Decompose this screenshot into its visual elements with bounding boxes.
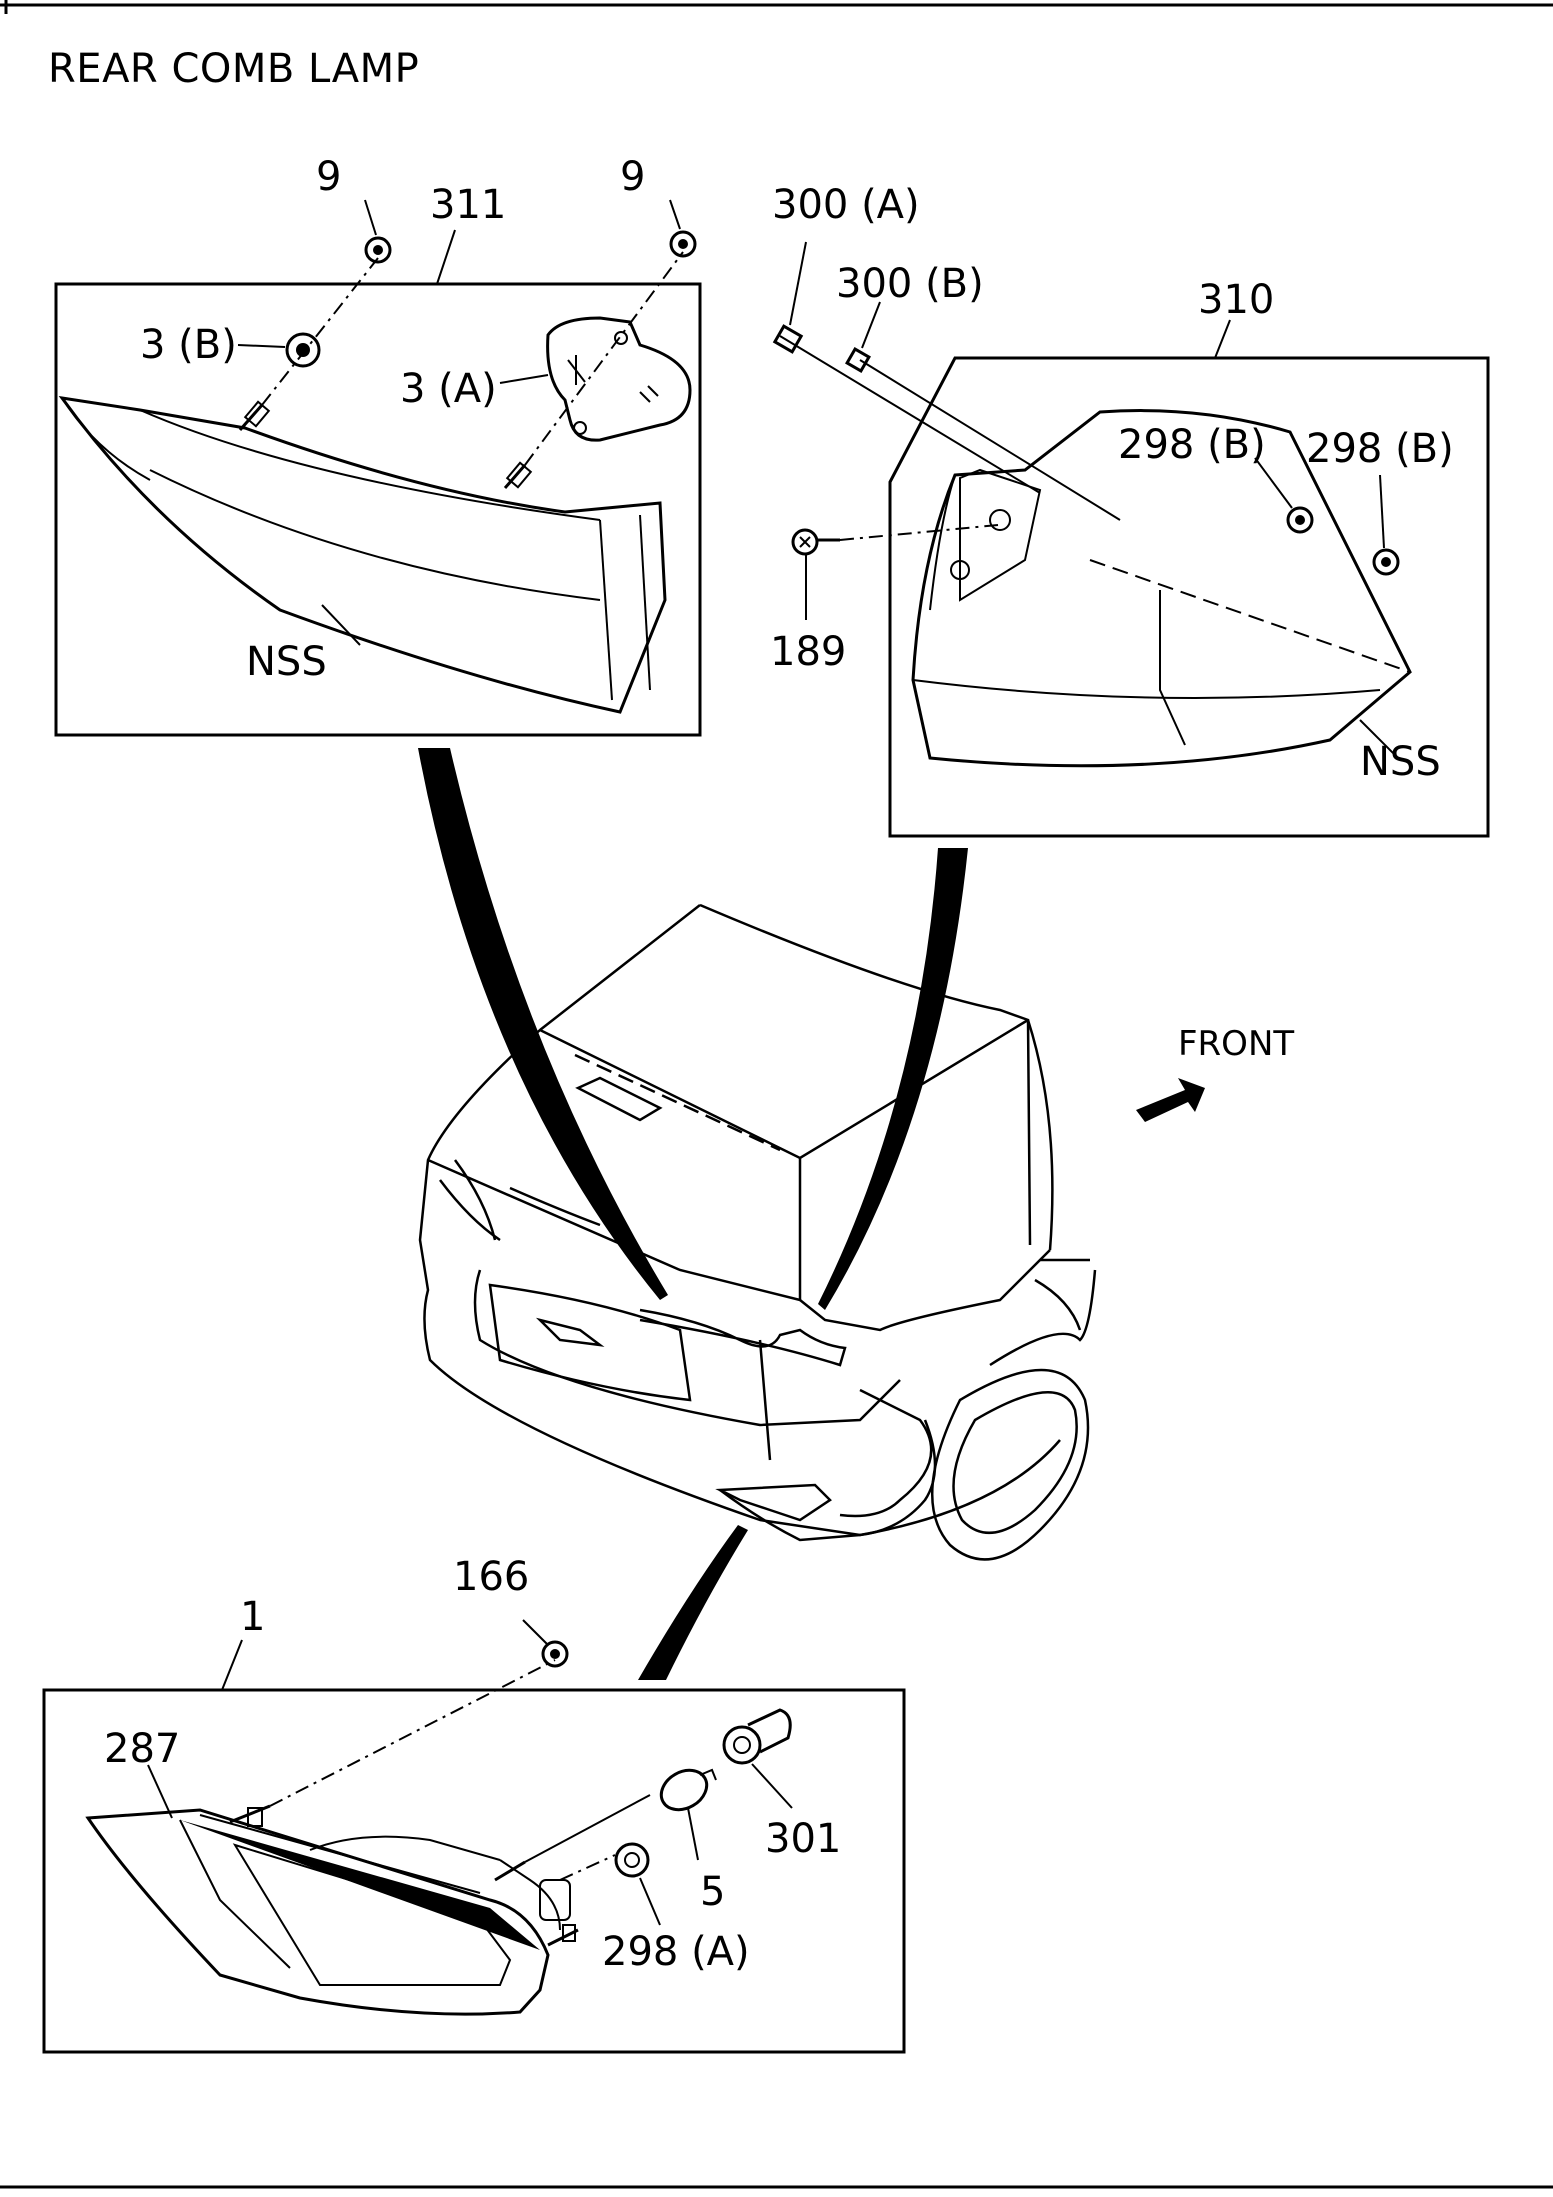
label-nut-298b-right: 298 (B)	[1306, 426, 1454, 472]
label-ref-1: 1	[240, 1594, 265, 1640]
label-nss-right: NSS	[1360, 739, 1441, 785]
front-arrow-icon	[1136, 1078, 1205, 1122]
detail-box-310: 300 (A) 300 (B) 310 298 (B) 298 (B) 189 …	[770, 182, 1490, 838]
vehicle-rear-view	[418, 903, 1097, 1561]
label-screw-189: 189	[770, 629, 846, 675]
detail-box-311: 9 9 311 3 (B) 3 (A) NSS	[54, 154, 702, 737]
label-nut-166: 166	[453, 1554, 529, 1600]
front-indicator: FRONT	[1136, 1024, 1294, 1122]
label-bulb-5: 5	[700, 1869, 725, 1915]
label-grommet-3b: 3 (B)	[140, 322, 237, 368]
label-nut-9-left: 9	[316, 154, 341, 200]
label-nss-left: NSS	[246, 639, 327, 685]
label-nut-298b-left: 298 (B)	[1118, 422, 1266, 468]
page-title: REAR COMB LAMP	[48, 46, 420, 92]
label-socket-301: 301	[765, 1816, 841, 1862]
label-nut-298a: 298 (A)	[602, 1929, 750, 1975]
label-bolt-300b: 300 (B)	[836, 261, 984, 307]
swoosh-left	[418, 748, 668, 1300]
label-ref-311: 311	[430, 182, 506, 228]
label-bolt-300a: 300 (A)	[772, 182, 920, 228]
label-bracket-3a: 3 (A)	[400, 366, 497, 412]
label-lens-287: 287	[104, 1726, 180, 1772]
detail-box-1: 166 1 287 5 301 298 (A)	[42, 1554, 906, 2054]
swoosh-bottom	[638, 1525, 748, 1680]
swoosh-right	[818, 848, 968, 1310]
label-ref-310: 310	[1198, 277, 1274, 323]
label-front: FRONT	[1178, 1024, 1294, 1064]
label-nut-9-right: 9	[620, 154, 645, 200]
